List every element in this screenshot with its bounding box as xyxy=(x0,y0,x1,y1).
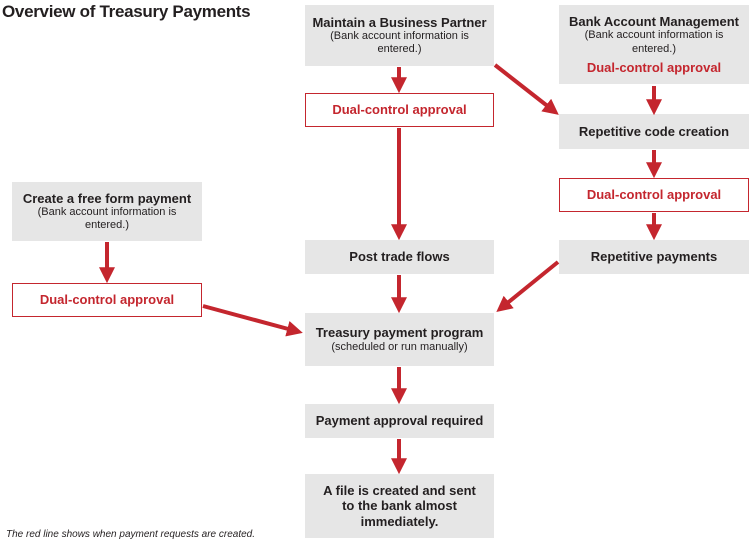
arrow-repetitive-payments-to-program xyxy=(496,260,560,313)
box-create-free-form-payment: Create a free form payment (Bank account… xyxy=(12,182,202,241)
box-title: Maintain a Business Partner xyxy=(312,14,487,30)
arrow-free-form-dual-to-program xyxy=(202,304,303,337)
box-dual-control-business-partner: Dual-control approval xyxy=(305,93,494,127)
box-note: (Bank account information is entered.) xyxy=(37,206,177,232)
box-label: Dual-control approval xyxy=(39,292,175,308)
box-note: (scheduled or run manually) xyxy=(331,340,468,353)
box-repetitive-payments: Repetitive payments xyxy=(559,240,749,274)
box-label: Dual-control approval xyxy=(586,187,722,203)
box-label: Repetitive code creation xyxy=(578,123,730,139)
arrow-bp-to-repetitive-code xyxy=(493,63,559,115)
box-label: A file is created and sent to the bank a… xyxy=(323,482,476,529)
box-maintain-business-partner: Maintain a Business Partner (Bank accoun… xyxy=(305,5,494,66)
box-label: Dual-control approval xyxy=(332,102,467,118)
box-label: Payment approval required xyxy=(315,413,484,429)
box-dual-control-repetitive-code: Dual-control approval xyxy=(559,178,749,212)
box-note: (Bank account information is entered.) xyxy=(330,30,469,56)
box-label: Repetitive payments xyxy=(590,249,718,265)
box-post-trade-flows: Post trade flows xyxy=(305,240,494,274)
box-payment-approval-required: Payment approval required xyxy=(305,404,494,438)
box-title: Bank Account Management xyxy=(569,13,739,29)
box-title: Treasury payment program xyxy=(315,325,484,341)
box-label: Post trade flows xyxy=(349,249,450,265)
box-title: Create a free form payment xyxy=(22,190,192,206)
box-bank-account-management: Bank Account Management (Bank account in… xyxy=(559,5,749,84)
box-note: (Bank account information is entered.) xyxy=(584,29,724,55)
box-repetitive-code-creation: Repetitive code creation xyxy=(559,114,749,149)
box-file-created: A file is created and sent to the bank a… xyxy=(305,474,494,538)
box-dual-control-free-form: Dual-control approval xyxy=(12,283,202,317)
box-approval: Dual-control approval xyxy=(586,59,722,75)
box-treasury-payment-program: Treasury payment program (scheduled or r… xyxy=(305,313,494,366)
footnote: The red line shows when payment requests… xyxy=(6,529,256,540)
page-title: Overview of Treasury Payments xyxy=(2,2,251,21)
